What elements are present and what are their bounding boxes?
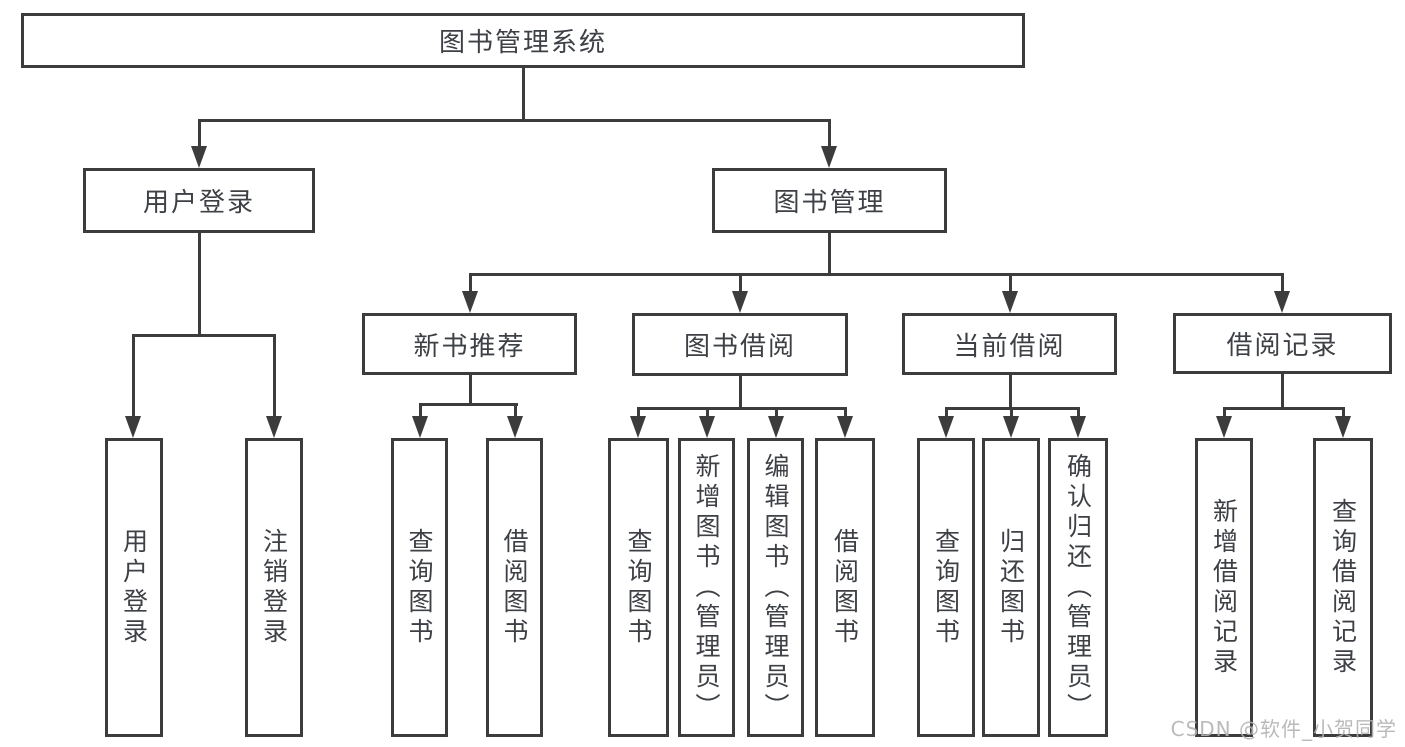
connector-vline: [827, 233, 831, 273]
node-new-book-recommend: 新书推荐: [362, 313, 577, 375]
leaf-edit-book-admin: 编辑图书（管理员）: [747, 438, 804, 737]
connector-vline: [1008, 273, 1012, 293]
arrow-down-icon: [938, 416, 954, 438]
arrow-down-icon: [1070, 416, 1086, 438]
node-label: 借阅记录: [1226, 331, 1339, 361]
node-user-login: 用户登录: [83, 168, 315, 233]
connector-vline: [272, 334, 276, 418]
node-borrow-records: 借阅记录: [1173, 313, 1392, 374]
arrow-down-icon: [507, 416, 523, 438]
node-label: 当前借阅: [953, 331, 1066, 362]
leaf-borrow-books: 借阅图书: [815, 438, 875, 737]
connector-vline: [1009, 407, 1013, 418]
connector-vline: [513, 403, 517, 418]
node-label: 用户登录: [119, 527, 149, 648]
node-book-borrow: 图书借阅: [632, 313, 848, 376]
node-label: 归还图书: [996, 527, 1026, 648]
arrow-down-icon: [1335, 416, 1351, 438]
leaf-add-book-admin: 新增图书（管理员）: [678, 438, 735, 737]
arrow-down-icon: [699, 416, 715, 438]
connector-vline: [197, 119, 201, 149]
node-label: 借阅图书: [500, 527, 529, 648]
node-label: 用户登录: [142, 188, 255, 218]
arrow-down-icon: [462, 291, 478, 313]
node-book-management: 图书管理: [712, 168, 947, 233]
arrow-down-icon: [1002, 291, 1018, 313]
arrow-down-icon: [837, 416, 853, 438]
leaf-add-borrow-record: 新增借阅记录: [1195, 438, 1253, 737]
connector-vline: [738, 273, 742, 293]
connector-vline: [705, 407, 709, 418]
connector-vline: [1341, 407, 1345, 418]
connector-vline: [1280, 374, 1284, 407]
leaf-confirm-return-admin: 确认归还（管理员）: [1048, 438, 1108, 737]
connector-vline: [468, 273, 472, 293]
connector-vline: [636, 407, 640, 418]
arrow-down-icon: [1274, 291, 1290, 313]
node-label: 查询借阅记录: [1328, 497, 1358, 678]
connector-hline: [131, 334, 276, 337]
node-label: 借阅图书: [830, 527, 860, 648]
connector-vline: [418, 403, 422, 418]
connector-vline: [738, 375, 742, 407]
connector-hline: [197, 119, 831, 122]
leaf-query-books: 查询图书: [917, 438, 975, 737]
node-label: 查询图书: [624, 527, 653, 648]
arrow-down-icon: [125, 416, 141, 438]
connector-vline: [197, 233, 201, 334]
connector-vline: [521, 68, 525, 119]
node-current-borrow: 当前借阅: [902, 313, 1117, 375]
node-label: 新书推荐: [413, 331, 526, 362]
connector-vline: [1076, 407, 1080, 418]
node-label: 确认归还（管理员）: [1063, 452, 1093, 723]
node-label: 图书借阅: [683, 332, 796, 362]
node-label: 查询图书: [405, 527, 434, 648]
arrow-down-icon: [191, 146, 207, 168]
arrow-down-icon: [266, 416, 282, 438]
node-root-system: 图书管理系统: [21, 13, 1025, 68]
connector-hline: [636, 407, 847, 410]
connector-vline: [1008, 375, 1012, 407]
leaf-logout: 注销登录: [245, 438, 303, 737]
leaf-query-books: 查询图书: [608, 438, 669, 737]
node-label: 查询图书: [931, 527, 961, 648]
leaf-borrow-books: 借阅图书: [486, 438, 543, 737]
connector-vline: [944, 407, 948, 418]
connector-vline: [1280, 273, 1284, 293]
arrow-down-icon: [732, 291, 748, 313]
connector-vline: [843, 407, 847, 418]
node-label: 图书管理: [773, 188, 886, 218]
connector-hline: [418, 403, 518, 406]
leaf-query-books: 查询图书: [391, 438, 448, 737]
arrow-down-icon: [630, 416, 646, 438]
connector-vline: [131, 334, 135, 418]
node-label: 新增借阅记录: [1209, 497, 1239, 678]
connector-hline: [468, 273, 1284, 276]
connector-vline: [468, 375, 472, 403]
node-label: 图书管理系统: [438, 28, 607, 58]
arrow-down-icon: [1003, 416, 1019, 438]
connector-hline: [1222, 407, 1345, 410]
arrow-down-icon: [1216, 416, 1232, 438]
leaf-user-login: 用户登录: [105, 438, 163, 737]
connector-vline: [1222, 407, 1226, 418]
node-label: 编辑图书（管理员）: [761, 452, 790, 723]
leaf-return-books: 归还图书: [982, 438, 1040, 737]
connector-vline: [774, 407, 778, 418]
connector-vline: [827, 119, 831, 149]
arrow-down-icon: [412, 416, 428, 438]
node-label: 新增图书（管理员）: [692, 452, 721, 723]
node-label: 注销登录: [259, 527, 289, 648]
arrow-down-icon: [768, 416, 784, 438]
arrow-down-icon: [821, 146, 837, 168]
leaf-query-borrow-record: 查询借阅记录: [1313, 438, 1373, 737]
